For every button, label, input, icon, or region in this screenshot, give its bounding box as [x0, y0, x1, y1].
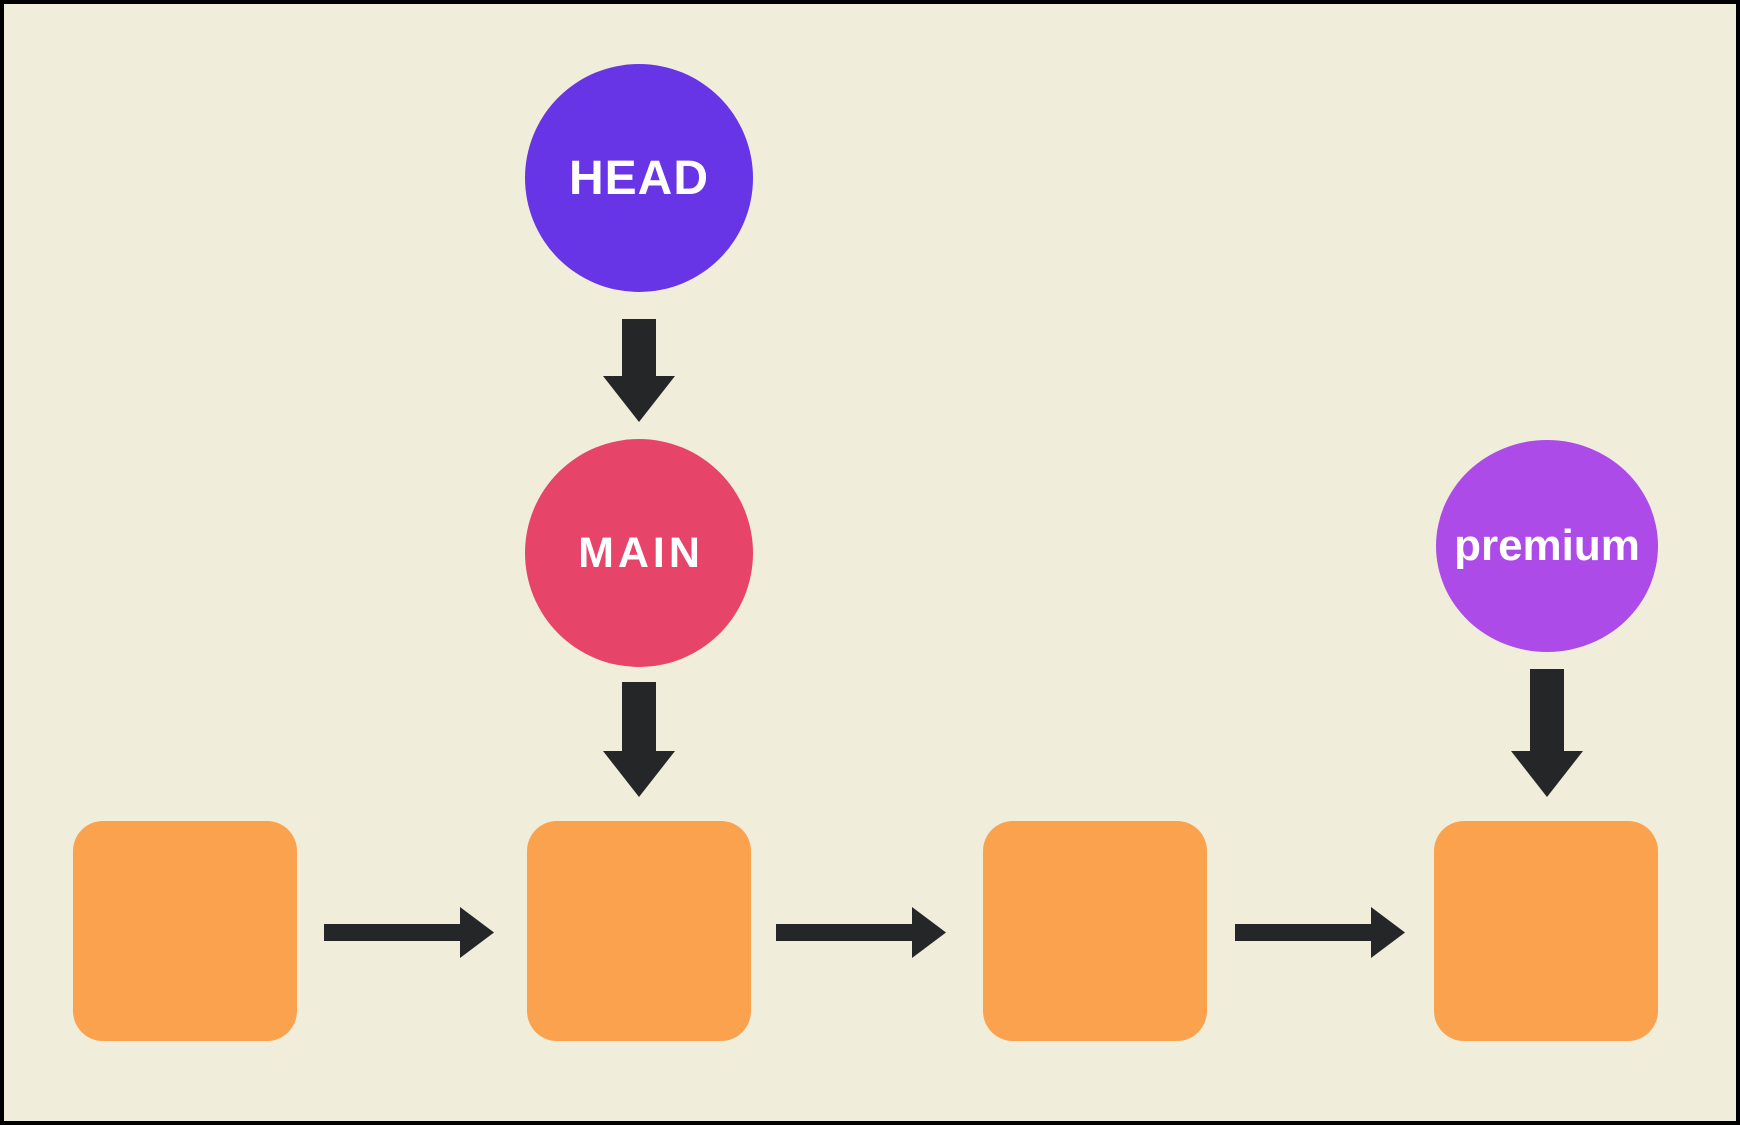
arrow-down-icon [603, 751, 675, 797]
arrow-shaft [1235, 924, 1372, 941]
arrow-shaft [776, 924, 913, 941]
arrow-down-icon [603, 376, 675, 422]
arrow-right-icon [1371, 907, 1405, 958]
commit-node-1 [73, 821, 297, 1041]
branch-label-main: MAIN [578, 528, 704, 577]
arrow-shaft [1530, 669, 1564, 752]
commit-node-2 [527, 821, 751, 1041]
commit-node-4 [1434, 821, 1658, 1041]
commit-node-3 [983, 821, 1207, 1041]
branch-label-premium: premium [1454, 521, 1640, 570]
branch-label-head: HEAD [568, 151, 709, 205]
arrow-shaft [622, 319, 656, 377]
branch-node-head: HEAD [525, 64, 753, 292]
branch-node-premium: premium [1436, 440, 1658, 652]
arrow-right-icon [460, 907, 494, 958]
arrow-shaft [324, 924, 461, 941]
arrow-down-icon [1511, 751, 1583, 797]
arrow-shaft [622, 682, 656, 752]
arrow-right-icon [912, 907, 946, 958]
branch-node-main: MAIN [525, 439, 753, 667]
